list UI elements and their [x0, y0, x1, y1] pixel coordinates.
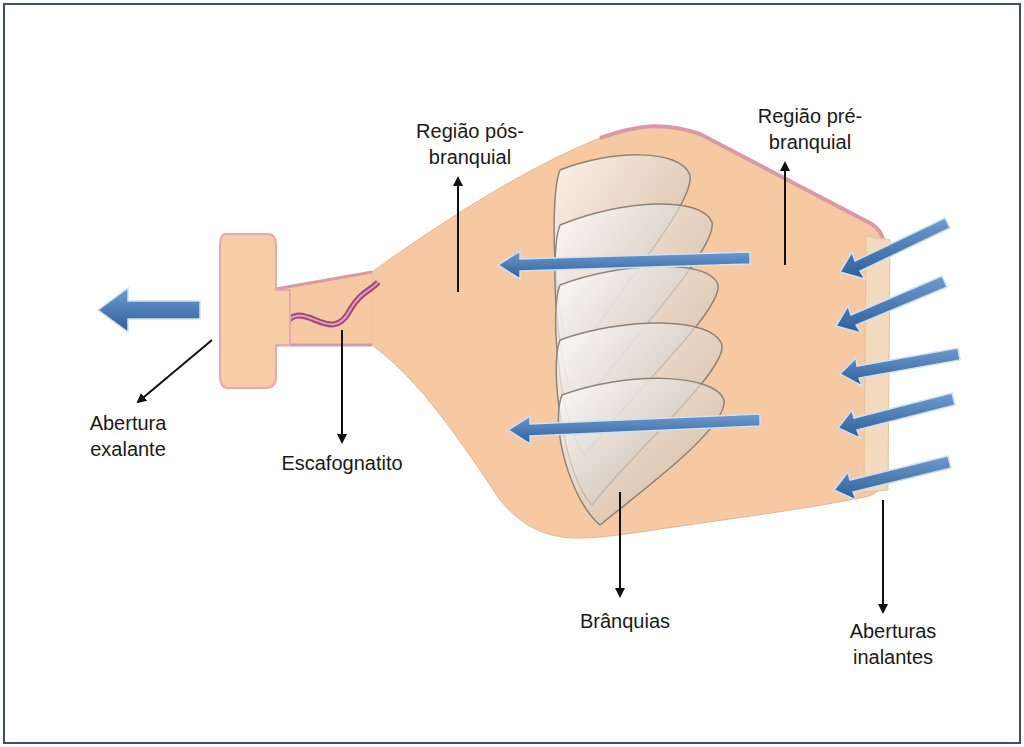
scaphognathite	[282, 282, 378, 330]
part-label: Brânquias	[545, 608, 705, 634]
chamber-body	[372, 126, 884, 538]
part-label: Escafognatito	[242, 450, 442, 476]
part-label: Abertura exalante	[58, 410, 198, 462]
region-label: Região pré-branquial	[735, 103, 885, 155]
part-label: Aberturas inalantes	[828, 618, 958, 670]
region-label: Região pós-branquial	[395, 118, 545, 170]
exhalant-opening	[220, 234, 290, 388]
water-flow-arrows	[98, 218, 960, 500]
leader-lines	[138, 163, 883, 612]
frame	[4, 4, 1020, 743]
gills	[554, 155, 724, 525]
